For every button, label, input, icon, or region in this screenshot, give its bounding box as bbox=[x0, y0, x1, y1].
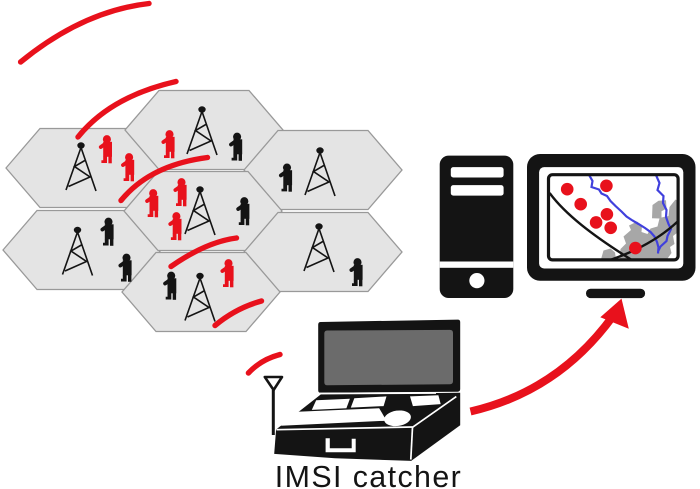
svg-text:IMSI catcher: IMSI catcher bbox=[275, 460, 462, 489]
